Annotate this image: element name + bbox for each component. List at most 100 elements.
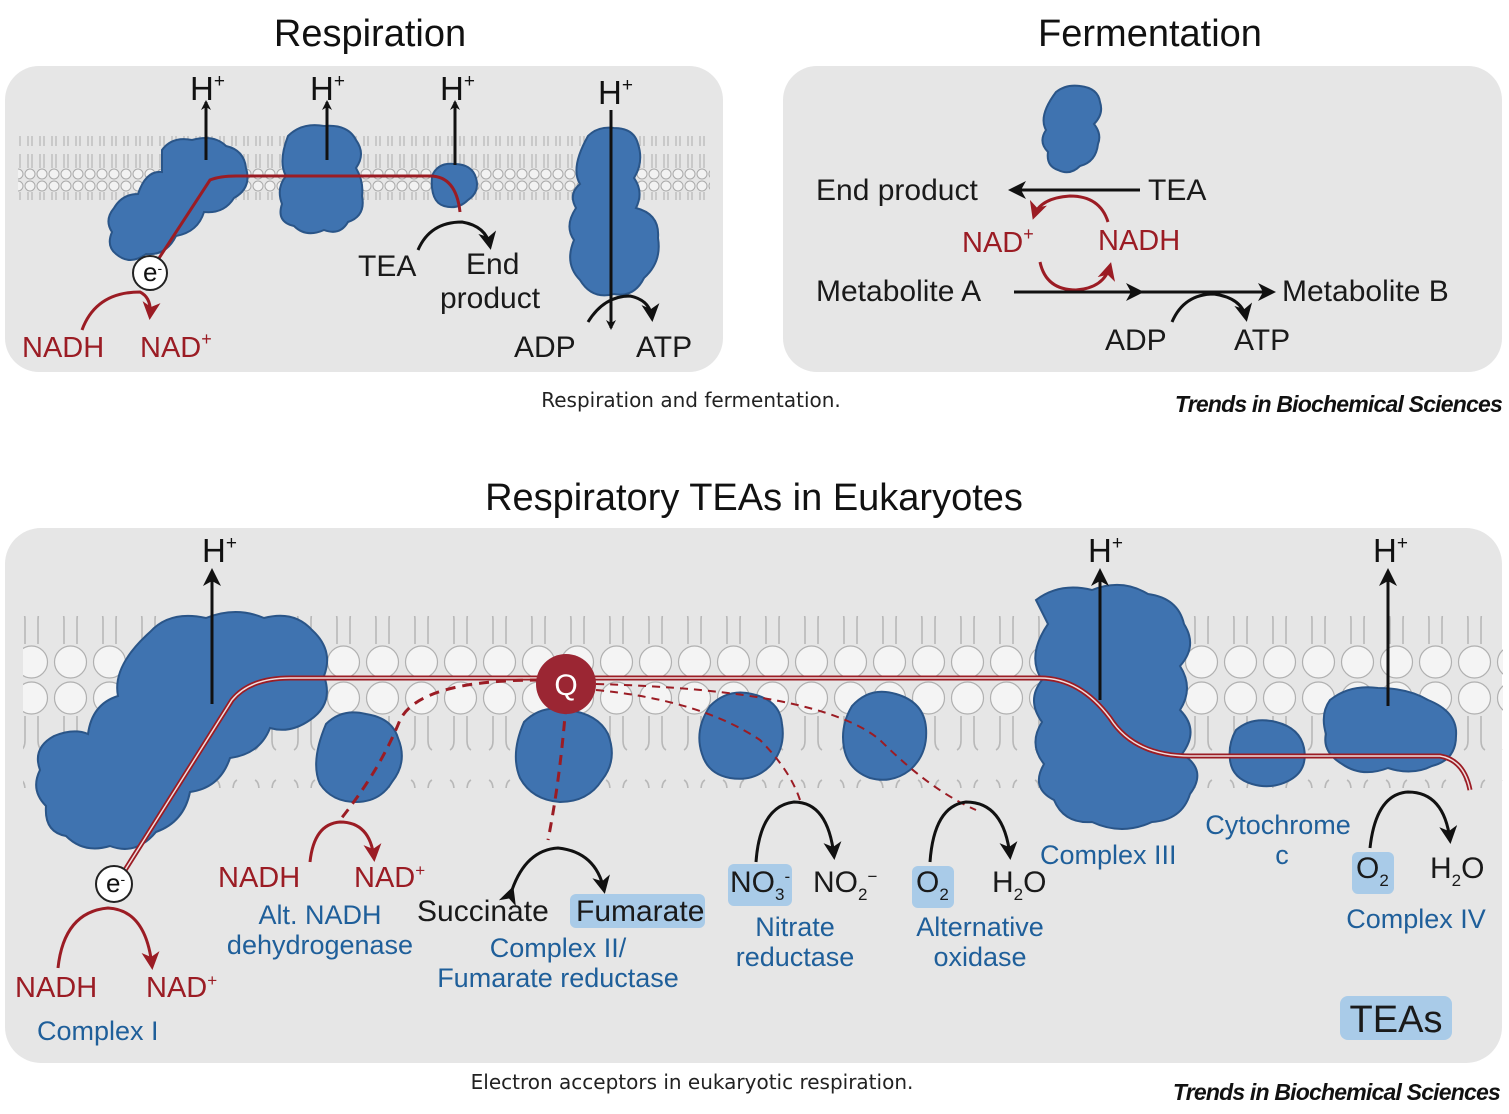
alt-nadh-label-line2: dehydrogenase [227,930,413,960]
fermentation-nadh: NADH [1098,225,1180,257]
fermentation-title: Fermentation [1038,13,1262,55]
alt-nadh-nadh: NADH [218,862,300,894]
cytochrome-c-protein [1228,719,1306,788]
complex-ii-succinate: Succinate [417,895,549,928]
respiration-adp-arrow [586,294,660,323]
complex-iii-hplus: H+ [310,70,345,107]
respiration-panel: Respiration H+ H+ H+ H+ e- NADH NAD+ TEA… [5,13,723,372]
respiration-adp: ADP [514,331,576,364]
alt-oxidase-o2-highlight [912,866,954,908]
nitrate-dashed-path [595,689,801,801]
complex-i-label: Complex I [37,1016,159,1046]
complex-iii-protein-large [1033,583,1199,830]
respiration-nad-plus: NAD+ [140,329,212,364]
alt-nadh-label-line1: Alt. NADH [258,900,381,930]
fermentation-metabolite-a: Metabolite A [816,275,981,308]
ubiquinone-circle [536,654,596,714]
complex-iii-protein [278,124,364,235]
complex-i-hplus: H+ [190,70,225,107]
nitrate-reductase-protein [698,691,784,780]
bottom-journal-logo: Trends in Biochemical Sciences [1173,1079,1500,1105]
complex-iv-arrow [1368,790,1458,849]
respiration-tea: TEA [358,250,416,283]
fermentation-atp: ATP [1234,324,1290,357]
alt-oxidase-h2o: H2O [992,866,1046,904]
fermentation-nad-to-nadh-arrow [1038,261,1115,292]
eukaryotes-background [5,528,1502,1063]
fermentation-adp-arrow [1170,292,1253,323]
respiration-nadh: NADH [22,332,104,364]
complex-i-protein-large [35,611,328,850]
complex-iv-o2: O2 [1356,852,1389,890]
alt-oxidase-label-line2: oxidase [933,942,1026,972]
nitrate-label-line2: reductase [736,942,855,972]
nitrate-no3: NO3- [730,866,790,904]
top-journal-logo: Trends in Biochemical Sciences [1175,391,1502,417]
complex-ii-fumarate: Fumarate [576,895,704,928]
nitrate-no2: NO2− [813,866,877,904]
nitrate-arrow [754,800,842,863]
nitrate-label-line1: Nitrate [755,912,835,942]
fermentation-end-product: End product [816,174,978,207]
complex-iv-h2o: H2O [1430,852,1484,890]
fermentation-nad-plus: NAD+ [962,224,1034,259]
alt-nadh-arrow [308,820,382,863]
teas-legend-label: TEAs [1350,999,1443,1041]
complex-iii-label: Complex III [1040,840,1177,870]
alt-nadh-dashed-path [338,678,541,821]
complex-iv-hplus: H+ [440,70,475,107]
respiration-atp: ATP [636,331,692,364]
alt-oxidase-dashed-path [595,683,977,811]
complex-i-nadh-arrow [56,906,160,970]
complex-ii-dashed-path [546,703,568,841]
teas-legend-box [1340,996,1452,1040]
fermentation-metabolite-b: Metabolite B [1282,275,1449,308]
alt-oxidase-o2: O2 [916,866,949,904]
fermentation-panel: Fermentation End product TEA NAD+ NADH M… [783,13,1502,372]
respiration-title: Respiration [274,13,466,55]
top-caption: Respiration and fermentation. [541,388,841,412]
fermentation-adp: ADP [1105,324,1167,357]
atp-synthase-hplus: H+ [598,74,633,111]
complex-iii-large-hplus: H+ [1088,532,1123,569]
cytochrome-c-label-line1: Cytochrome [1205,810,1351,840]
respiration-electron-path [148,174,462,273]
complex-iv-protein-large [1322,686,1458,774]
cytochrome-c-label-line2: c [1275,840,1289,870]
alt-nadh-nad-plus: NAD+ [354,861,425,894]
complex-i-large-hplus: H+ [202,532,237,569]
eukaryotes-electron-circle [95,865,133,903]
respiration-tea-arrow [416,220,497,251]
alt-oxidase-label-line1: Alternative [916,912,1044,942]
fermentation-tea: TEA [1148,174,1206,207]
respiration-electron-label: e- [143,257,162,287]
complex-i-nad-plus: NAD+ [146,971,217,1004]
fumarate-highlight [570,894,705,928]
alternative-oxidase-protein [842,690,928,781]
complex-iv-protein [430,162,478,209]
complex-i-protein [107,137,249,261]
nitrate-highlight [728,864,792,906]
complex-iv-label: Complex IV [1346,904,1486,934]
respiration-electron-circle [132,255,168,291]
complex-iv-o2-highlight [1352,852,1394,894]
fermentation-background [783,66,1502,372]
eukaryotes-electron-label: e- [106,868,125,898]
respiration-end-product-line1: End [466,248,519,281]
complex-iv-large-hplus: H+ [1373,532,1408,569]
respiration-nadh-arrow [80,290,161,331]
complex-i-nadh: NADH [15,972,97,1004]
ubiquinone-label: Q [554,669,577,702]
fermentation-enzyme [1041,84,1103,174]
alt-nadh-dehydrogenase-protein [315,711,403,804]
complex-ii-label-line2: Fumarate reductase [437,963,679,993]
complex-ii-arrow [498,846,610,907]
atp-synthase-protein [568,126,660,297]
eukaryotes-panel: Respiratory TEAs in Eukaryotes Q H+ H+ H… [5,477,1503,1063]
complex-ii-label-line1: Complex II/ [490,933,627,963]
alt-oxidase-arrow [928,800,1018,863]
eukaryotes-title: Respiratory TEAs in Eukaryotes [485,477,1023,519]
main-electron-path-highlight [119,677,1471,879]
fermentation-nadh-to-nad-arrow [1029,194,1110,223]
